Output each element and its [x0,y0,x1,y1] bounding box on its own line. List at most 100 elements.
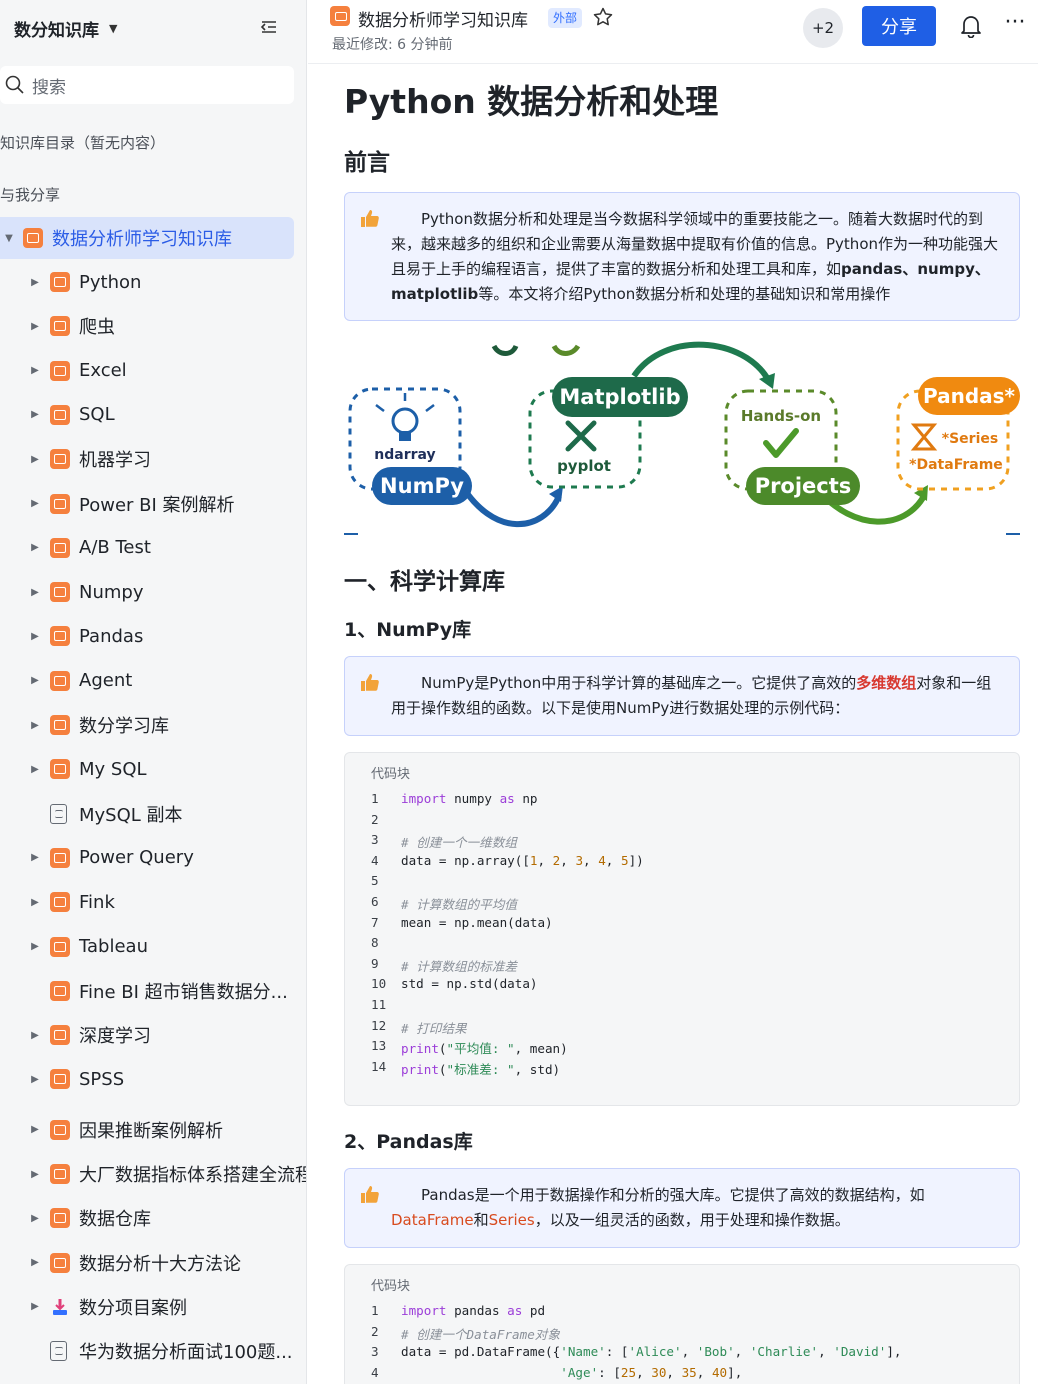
sidebar-item[interactable]: ▶ My SQL [0,748,294,790]
sidebar-item[interactable]: ▶ Numpy [0,571,294,613]
folder-icon [50,404,70,425]
expand-arrow-icon[interactable]: ▶ [31,1212,39,1224]
expand-arrow-icon[interactable]: ▶ [31,763,39,775]
sidebar-item[interactable]: ▶数据分析十大方法论 [0,1242,294,1284]
sidebar-item[interactable]: Fine BI 超市销售数据分... [0,970,294,1012]
sidebar-item[interactable]: ▶ 大厂数据指标体系搭建全流程 [0,1153,306,1195]
preface-heading: 前言 [344,150,390,176]
expand-arrow-icon[interactable]: ▶ [31,409,39,421]
sidebar-item-label: Excel [79,360,127,382]
knowledge-base-icon [23,228,43,248]
sidebar-item[interactable]: ▶Agent [0,660,294,702]
expand-arrow-icon[interactable]: ▶ [31,498,39,509]
more-options-icon[interactable]: ··· [1004,10,1026,35]
search-icon [5,75,24,94]
sidebar-item[interactable]: ▶因果推断案例解析 [0,1109,294,1151]
folder-icon [50,847,70,868]
sidebar-item-label: 深度学习 [79,1026,151,1048]
expand-arrow-icon[interactable]: ▶ [31,852,39,864]
sidebar-item[interactable]: ▶Fink [0,881,294,923]
code-block-label: 代码块 [371,767,411,782]
sidebar-item[interactable]: 华为数据分析面试100题... [0,1330,294,1372]
code-line: 5 [371,873,379,889]
illus-series: *Series [942,431,998,447]
expand-arrow-icon[interactable]: ▶ [31,453,39,465]
expand-arrow-icon[interactable]: ▶ [31,896,39,908]
document-icon [330,6,350,26]
expand-arrow-icon[interactable]: ▶ [31,586,39,598]
sidebar-item[interactable]: ▶SQL [0,394,294,436]
sidebar-item[interactable]: ▶SPSS [0,1058,294,1100]
expand-arrow-icon[interactable]: ▶ [31,1073,39,1085]
expand-arrow-icon[interactable]: ▶ [31,719,39,731]
thumbs-up-icon [361,210,379,227]
sidebar-item[interactable]: ▶ A/B Test [0,527,294,569]
sidebar-item-label: 大厂数据指标体系搭建全流程 [79,1165,307,1186]
numpy-callout-text: NumPy是Python中用于科学计算的基础库之一。它提供了高效的多维数组对象和… [391,674,992,717]
illus-matplotlib: Matplotlib [559,385,680,409]
sidebar-item[interactable]: ▶爬虫 [0,305,294,347]
collapse-sidebar-icon[interactable] [256,14,282,40]
expand-arrow-icon[interactable]: ▶ [31,1124,39,1136]
illus-numpy: NumPy [380,474,464,498]
sidebar-item[interactable]: ▶Pandas [0,615,294,657]
folder-icon [50,759,70,780]
expand-arrow-icon[interactable]: ▶ [31,941,39,952]
illus-numpy-sub: ndarray [374,447,435,463]
sidebar-item[interactable]: ▶Python [0,261,294,303]
expand-arrow-icon[interactable]: ▶ [31,365,39,377]
sidebar-item[interactable]: ▶ Power Query [0,837,294,879]
caret-down-icon[interactable]: ▼ [109,21,118,35]
expand-arrow-icon[interactable]: ▶ [31,320,39,332]
search-box[interactable]: 搜索 [0,66,294,104]
thumbs-up-icon [361,1186,379,1203]
sidebar-item[interactable]: ▶Power BI 案例解析 [0,483,294,525]
sidebar-item-label: My SQL [79,758,147,780]
sidebar-item[interactable]: ▶ Excel [0,350,294,392]
sidebar-item-label: 数据仓库 [79,1209,151,1231]
sidebar-item[interactable]: ▶数分项目案例 [0,1286,294,1328]
section1-heading: 一、科学计算库 [344,569,505,595]
folder-icon [50,582,70,603]
folder-icon [50,316,70,337]
top-bar: 数据分析师学习知识库 外部 最近修改: 6 分钟前 +2 分享 ··· [308,0,1038,64]
bell-icon[interactable] [960,14,982,38]
sidebar-item-label: Numpy [79,581,144,603]
sidebar-item-label: Power Query [79,847,194,869]
folder-icon [50,449,70,470]
code-line: 12# 打印结果 [371,1017,467,1036]
knowledge-base-header[interactable]: 数分知识库 ▼ [14,14,294,42]
illus-handson: Hands-on [741,407,821,425]
preface-callout: Python数据分析和处理是当今数据科学领域中的重要技能之一。随着大数据时代的到… [344,192,1020,321]
expand-arrow-icon[interactable]: ▶ [31,675,39,687]
sidebar-item[interactable]: ▶Tableau [0,926,294,968]
expand-arrow-icon[interactable]: ▶ [31,1168,39,1180]
expand-arrow-icon[interactable]: ▶ [31,1257,39,1269]
expand-arrow-icon[interactable]: ▶ [31,1029,39,1041]
expand-arrow-icon[interactable]: ▶ [31,276,39,288]
pandas-callout-text: Pandas是一个用于数据操作和分析的强大库。它提供了高效的数据结构，如Data… [391,1186,925,1229]
expand-arrow-icon[interactable]: ▶ [31,1301,39,1313]
last-modified: 最近修改: 6 分钟前 [332,37,453,53]
expanded-arrow-icon[interactable]: ▼ [5,232,13,244]
document-name[interactable]: 数据分析师学习知识库 [358,11,528,31]
sidebar-item-active-knowledge-base[interactable]: ▼ 数据分析师学习知识库 [0,217,294,259]
sidebar-item[interactable]: ▶ 深度学习 [0,1014,294,1056]
sidebar-item[interactable]: MySQL 副本 [0,793,294,835]
share-button[interactable]: 分享 [862,6,936,46]
pandas-heading: 2、Pandas库 [344,1131,473,1153]
sidebar-item[interactable]: ▶ 数据仓库 [0,1197,294,1239]
sidebar-item-label: A/B Test [79,537,151,559]
sidebar-item[interactable]: ▶机器学习 [0,438,294,480]
star-icon[interactable] [592,6,614,28]
shared-section-label[interactable]: 与我分享 [0,186,61,204]
toc-section-label[interactable]: 知识库目录（暂无内容） [0,134,166,152]
pandas-callout: Pandas是一个用于数据操作和分析的强大库。它提供了高效的数据结构，如Data… [344,1168,1020,1248]
collaborators-count[interactable]: +2 [803,8,843,48]
expand-arrow-icon[interactable]: ▶ [31,630,39,642]
code-line: 6# 计算数组的平均值 [371,893,517,912]
sidebar-item[interactable]: ▶数分学习库 [0,704,294,746]
expand-arrow-icon[interactable]: ▶ [31,542,39,554]
